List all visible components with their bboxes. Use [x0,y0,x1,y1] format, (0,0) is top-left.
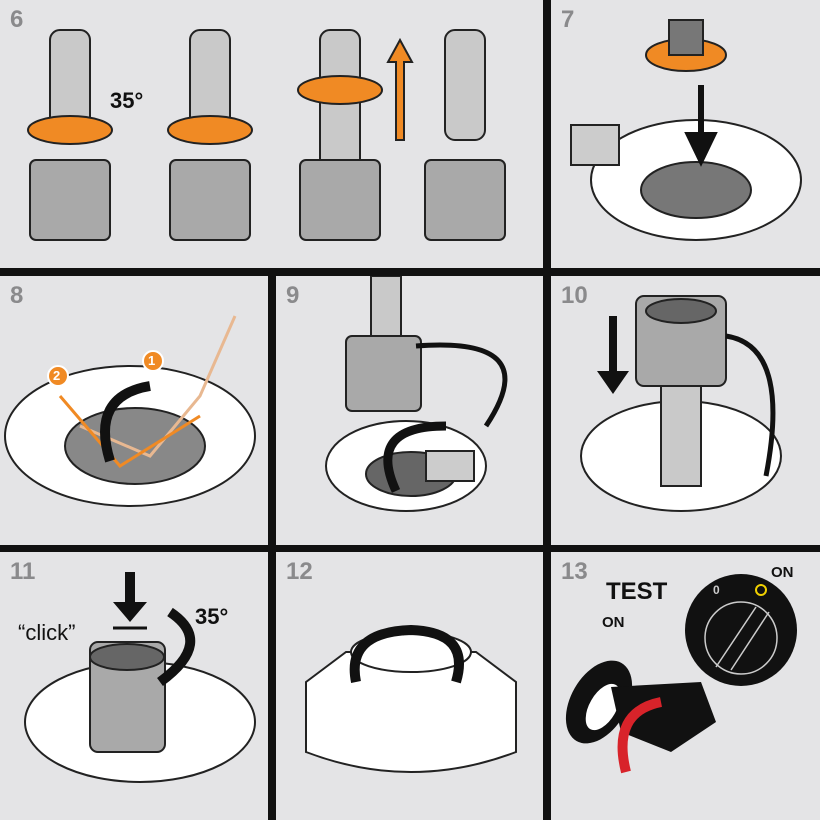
marker-1: 1 [148,353,156,368]
step-6-panel: 6 35° [0,0,543,268]
step-number: 9 [286,282,300,309]
step-number: 8 [10,282,24,309]
ring-insertion-illustration [570,19,802,241]
rotation-angle-label: 35° [110,88,144,113]
ignition-and-light-switch-illustration [565,574,797,774]
dust-cap-closing-illustration [305,624,517,773]
step-13-panel: 13 TEST ON ON 0 [551,552,820,820]
bulb-lock-rotation-illustration [24,572,256,783]
step-9-panel: 9 [276,276,543,545]
connector-plug-illustration [325,276,508,512]
marker-2: 2 [53,368,61,383]
bulb-insertion-illustration [580,295,782,512]
step-8-panel: 8 1 2 [0,276,268,545]
clip-fastening-illustration [4,315,256,507]
switch-off-label: 0 [713,583,720,597]
step-11-panel: 11 “click” 35° [0,552,268,820]
bulb-ring-removal-illustration [27,29,506,241]
step-number: 7 [561,6,575,33]
step-number: 6 [10,6,24,33]
step-number: 11 [10,558,36,585]
step-number: 10 [561,282,588,309]
test-label: TEST [606,578,668,605]
step-12-panel: 12 [276,552,543,820]
click-sound-label: “click” [18,620,76,645]
step-10-panel: 10 [551,276,820,545]
step-number: 13 [561,558,588,585]
rotation-angle-label: 35° [195,604,229,629]
step-number: 12 [286,558,313,585]
step-7-panel: 7 [551,0,820,268]
light-switch-on-label: ON [771,564,794,581]
ignition-on-label: ON [602,614,625,631]
